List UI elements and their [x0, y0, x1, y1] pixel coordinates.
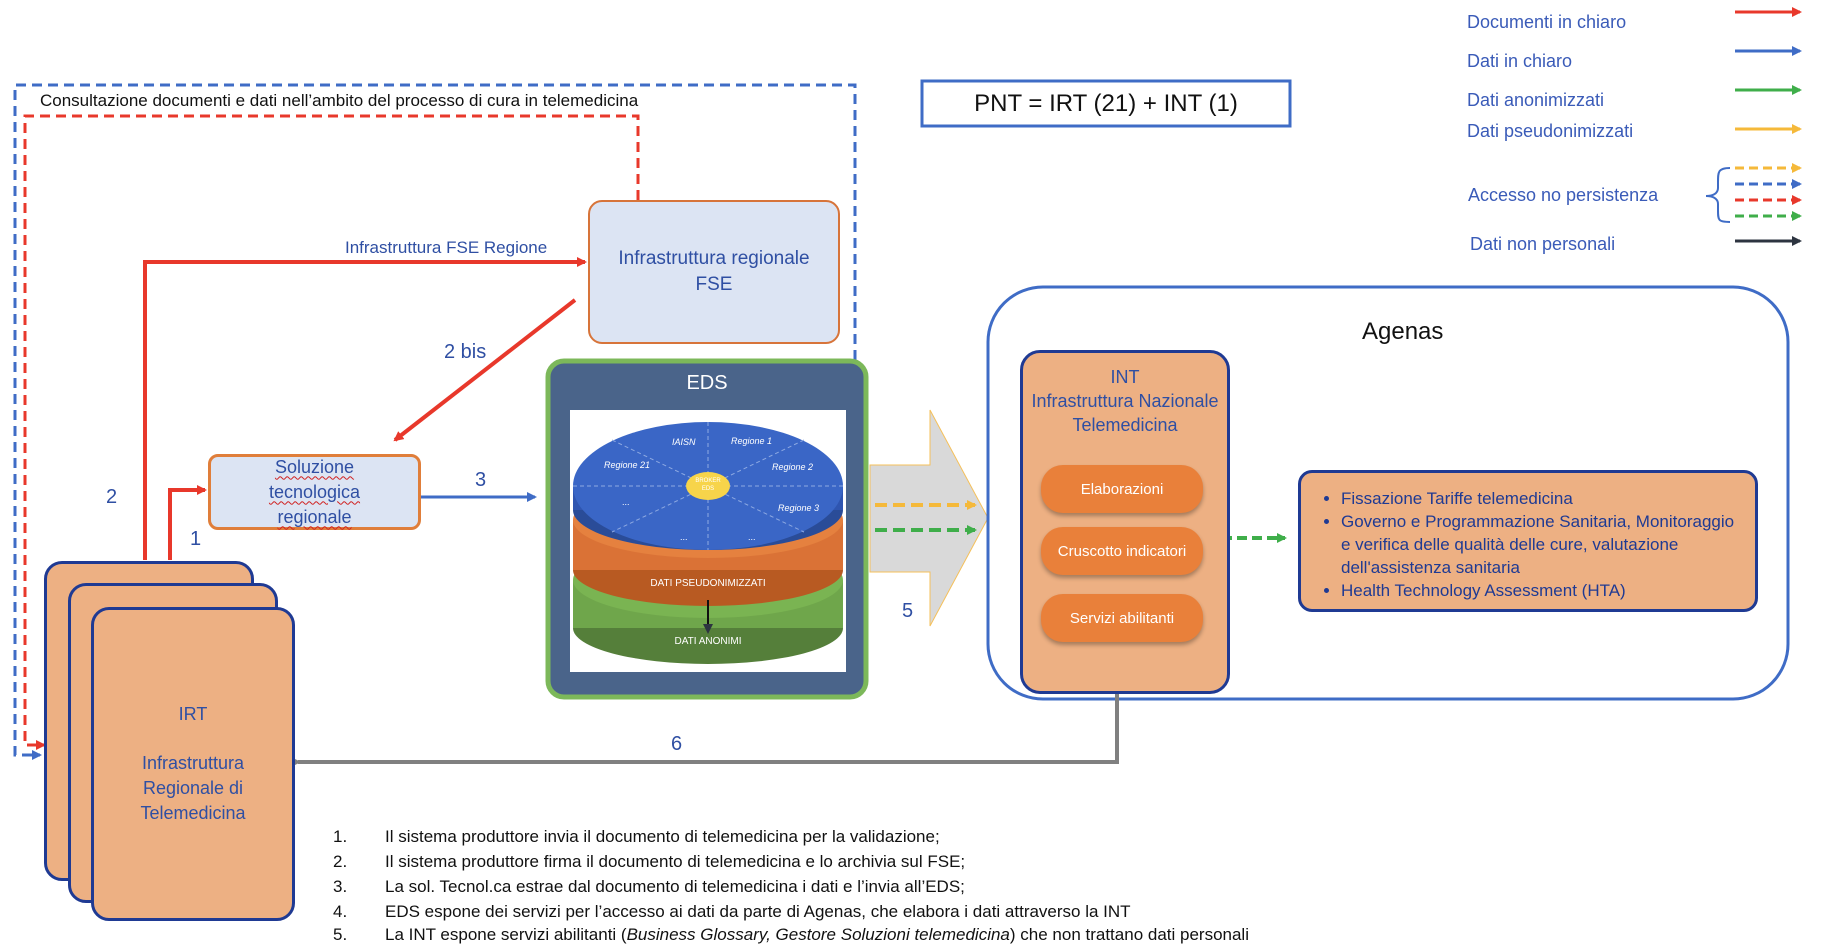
red-dashed-consultation-path — [23, 114, 640, 750]
eds-disc-label-regione1: Regione 1 — [731, 436, 773, 446]
irt-line2: Infrastruttura — [141, 753, 245, 773]
step-3-num: 3. — [333, 877, 348, 896]
big-gray-arrow-5 — [869, 409, 989, 627]
eds-disc-label-regione21: Regione 21 — [604, 460, 651, 470]
eds-title: EDS — [686, 372, 728, 394]
eds-disc-label-dots-1: ... — [622, 497, 630, 507]
label-2bis: 2 bis — [444, 341, 487, 363]
step-5-num: 5. — [333, 925, 348, 944]
fse-link-label: Infrastruttura FSE Regione — [345, 238, 548, 257]
eds-disc-stack — [573, 422, 843, 664]
agenas-bullet-list: Fissazione Tariffe telemedicina Governo … — [1337, 487, 1739, 602]
label-3: 3 — [475, 469, 487, 491]
int-line1: INT — [1110, 367, 1140, 387]
step-5-prefix: La INT espone servizi abilitanti ( — [385, 925, 627, 944]
step-4-text: EDS espone dei servizi per l’accesso ai … — [385, 902, 1131, 921]
bullet-tariffe: Fissazione Tariffe telemedicina — [1341, 487, 1739, 510]
fse-box-line1: Infrastruttura regionale — [618, 248, 810, 269]
eds-disc-label-regione2: Regione 2 — [772, 462, 814, 472]
bullet-governo: Governo e Programmazione Sanitaria, Moni… — [1341, 510, 1739, 579]
step-5-italic: Business Glossary, Gestore Soluzioni tel… — [626, 925, 1010, 944]
step-5-suffix: ) che non trattano dati personali — [1009, 925, 1249, 944]
int-box: INT Infrastruttura Nazionale Telemedicin… — [1020, 350, 1230, 694]
irt-line4: Telemedicina — [140, 803, 246, 823]
fse-regionale-box: Infrastruttura regionale FSE — [588, 200, 840, 344]
step-2-text: Il sistema produttore firma il documento… — [385, 852, 966, 871]
disc-broker-center — [686, 472, 730, 500]
soluzione-tecnologica-box: Soluzione tecnologica regionale — [208, 454, 421, 530]
eds-disc-label-dots-2: ... — [680, 532, 688, 542]
agenas-title: Agenas — [1362, 318, 1444, 345]
bullet-hta: Health Technology Assessment (HTA) — [1341, 579, 1739, 602]
formula-text: PNT = IRT (21) + INT (1) — [974, 89, 1238, 117]
soluzione-line3: regionale — [277, 506, 352, 527]
label-5: 5 — [902, 600, 914, 622]
elaborazioni-button[interactable]: Elaborazioni — [1041, 465, 1203, 513]
int-title: INT Infrastruttura Nazionale Telemedicin… — [1023, 365, 1227, 437]
eds-anonimi-label: DATI ANONIMI — [674, 636, 742, 647]
agenas-bullets-box: Fissazione Tariffe telemedicina Governo … — [1298, 470, 1758, 612]
eds-disc-label-regione3: Regione 3 — [778, 503, 820, 513]
eds-disc-label-dots-3: ... — [748, 532, 756, 542]
fse-box-line2: FSE — [695, 274, 733, 295]
label-6: 6 — [671, 733, 683, 755]
soluzione-line1: Soluzione — [274, 456, 355, 477]
arrow-1-irt-to-soluzione — [168, 485, 207, 560]
legend-label-documenti: Documenti in chiaro — [1467, 12, 1627, 32]
formula-box — [920, 79, 1292, 128]
legend-label-dati-chiaro: Dati in chiaro — [1467, 51, 1573, 71]
step-2-num: 2. — [333, 852, 348, 871]
irt-box: IRT Infrastruttura Regionale di Telemedi… — [91, 607, 295, 921]
step-1-num: 1. — [333, 827, 348, 846]
cruscotto-indicatori-button[interactable]: Cruscotto indicatori — [1041, 527, 1203, 575]
label-1: 1 — [190, 528, 202, 550]
step-4-num: 4. — [333, 902, 348, 921]
eds-broker-line2: EDS — [701, 486, 715, 492]
legend-label-pseudonimizzati: Dati pseudonimizzati — [1467, 121, 1634, 141]
eds-broker-label: BROKER EDS — [686, 477, 730, 493]
arrow-2-irt-to-fse — [143, 257, 587, 560]
step-1-text: Il sistema produttore invia il documento… — [385, 827, 940, 846]
eds-broker-line1: BROKER — [695, 478, 721, 484]
irt-line3: Regionale di — [142, 778, 244, 798]
blue-dashed-consultation-path — [13, 83, 857, 760]
eds-disc-label-iaisn: IAISN — [672, 437, 696, 447]
soluzione-line2: tecnologica — [268, 481, 361, 502]
irt-line1: IRT — [178, 704, 208, 724]
step-5-text: La INT espone servizi abilitanti (Busine… — [385, 925, 1249, 945]
legend-label-accesso: Accesso no persistenza — [1468, 185, 1659, 205]
int-line3: Telemedicina — [1072, 415, 1178, 435]
consultation-label: Consultazione documenti e dati nell’ambi… — [40, 91, 639, 110]
legend-label-anonimizzati: Dati anonimizzati — [1467, 90, 1605, 110]
step-3-text: La sol. Tecnol.ca estrae dal documento d… — [385, 877, 965, 896]
eds-pseudonimizzati-label: DATI PSEUDONIMIZZATI — [650, 578, 766, 589]
label-2: 2 — [106, 486, 118, 508]
legend-brace — [1705, 167, 1731, 223]
arrow-2bis-fse-to-soluzione — [393, 298, 577, 442]
int-line2: Infrastruttura Nazionale — [1031, 391, 1219, 411]
servizi-abilitanti-button[interactable]: Servizi abilitanti — [1041, 594, 1203, 642]
legend-label-non-personali: Dati non personali — [1470, 234, 1616, 254]
